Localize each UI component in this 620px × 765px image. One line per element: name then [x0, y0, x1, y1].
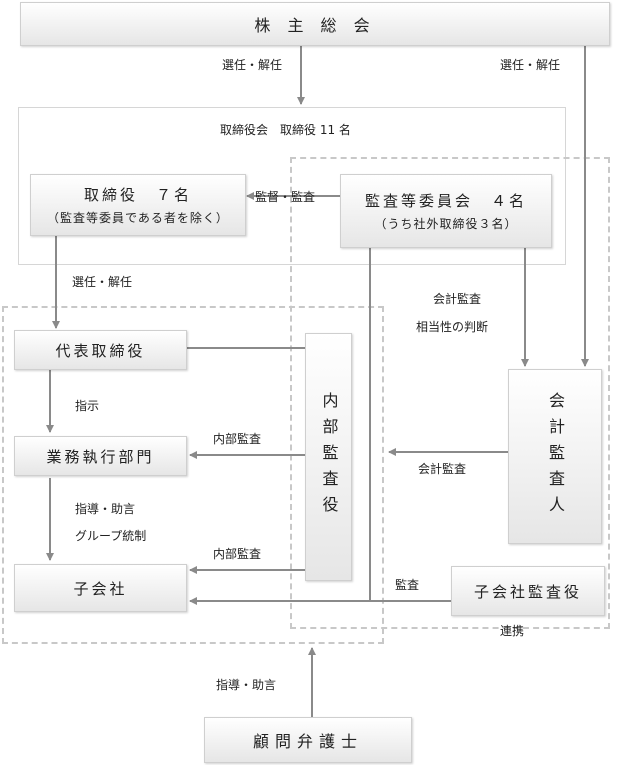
subsidiary-auditor-box: 子会社監査役: [451, 566, 605, 616]
legal-advisor-label: 顧問弁護士: [252, 732, 363, 751]
accounting-auditor-box: 会計監査人: [508, 369, 602, 544]
group-control-label: グループ統制: [75, 529, 147, 543]
guide-advise-label-1: 指導・助言: [75, 502, 136, 516]
instruct-label: 指示: [75, 399, 100, 413]
audit-committee-box: 監査等委員会 ４名 （うち社外取締役３名）: [340, 174, 552, 248]
elect-dismiss-label-1: 選任・解任: [222, 58, 283, 72]
audit-committee-dashed-region: [290, 157, 610, 629]
elect-dismiss-label-3: 選任・解任: [72, 275, 133, 289]
directors-note: （監査等委員である者を除く）: [47, 211, 229, 225]
business-division-box: 業務執行部門: [14, 436, 187, 476]
accounting-audit-label-1: 会計監査: [433, 292, 482, 306]
audit-committee-note: （うち社外取締役３名）: [374, 217, 518, 231]
guide-advise-label-2: 指導・助言: [216, 678, 277, 692]
internal-audit-box: 内部監査役: [305, 333, 352, 581]
shareholders-meeting-box: 株 主 総 会: [20, 2, 610, 46]
business-division-label: 業務執行部門: [46, 447, 155, 466]
audit-label: 監査: [395, 578, 420, 592]
internal-audit-label: 内部監査役: [319, 392, 339, 522]
execution-dashed-region: [2, 306, 384, 644]
cooperation-label: 連携: [500, 624, 525, 638]
accounting-audit-label-2: 会計監査: [418, 462, 467, 476]
supervise-audit-label: 監督・監査: [255, 190, 316, 204]
elect-dismiss-label-2: 選任・解任: [500, 58, 561, 72]
representative-director-label: 代表取締役: [55, 341, 146, 360]
appropriateness-label: 相当性の判断: [416, 320, 489, 334]
representative-director-box: 代表取締役: [14, 330, 187, 370]
accounting-auditor-label: 会計監査人: [546, 391, 565, 522]
subsidiary-auditor-label: 子会社監査役: [473, 582, 582, 601]
shareholders-meeting-label: 株 主 総 会: [254, 16, 376, 35]
subsidiary-label: 子会社: [73, 579, 128, 598]
directors-label: 取締役 ７名: [83, 186, 192, 204]
board-title: 取締役会 取締役 11 名: [220, 123, 351, 137]
subsidiary-box: 子会社: [14, 564, 187, 612]
internal-audit-label-1: 内部監査: [213, 432, 262, 446]
legal-advisor-box: 顧問弁護士: [204, 717, 412, 763]
directors-box: 取締役 ７名 （監査等委員である者を除く）: [30, 174, 246, 236]
internal-audit-label-2: 内部監査: [213, 547, 262, 561]
audit-committee-label: 監査等委員会 ４名: [364, 192, 527, 210]
